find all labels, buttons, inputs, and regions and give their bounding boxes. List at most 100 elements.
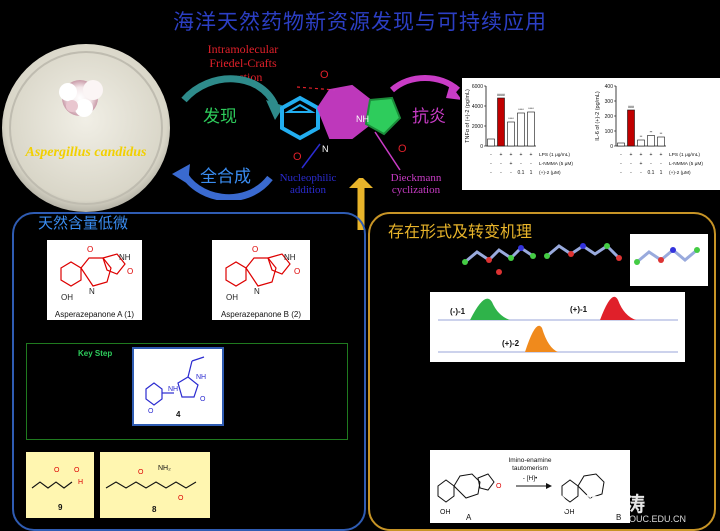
svg-text:NH: NH	[119, 253, 131, 262]
chart-0-row-0-cell-0: -	[490, 152, 492, 158]
svg-text:NH₂: NH₂	[158, 465, 171, 472]
svg-text:OH: OH	[564, 509, 575, 516]
svg-text:O: O	[496, 483, 502, 490]
peak-plus-2	[525, 325, 558, 352]
compound-8-number: 8	[152, 505, 157, 514]
chart-0-ylabel: TNFα of (+)-2 (pg/mL)	[465, 89, 471, 143]
chart-1-row-2-cell-0: -	[620, 170, 622, 176]
watermark-text: 海听涛	[585, 492, 645, 516]
svg-text:O: O	[74, 467, 80, 474]
discovery-cycle-diagram: NH N O O O	[172, 69, 460, 200]
svg-text:O: O	[294, 267, 300, 276]
molecule-3d-3	[630, 234, 708, 286]
chart-1-row-label-1: L-NMMA (5 μM)	[669, 161, 703, 167]
chiral-hplc-chart: (-)-1 (+)-1 (+)-2	[430, 292, 685, 362]
compound-a-card: O NH O N OH Asperazepanone A (1)	[47, 240, 142, 320]
pyrrole-ring	[364, 96, 402, 136]
chart-1-row-2-cell-4: 1	[660, 170, 663, 176]
svg-text:O: O	[148, 408, 154, 415]
chart-0-bar-2	[507, 121, 515, 147]
chart-1-tick-label-1: 100	[605, 129, 614, 135]
chart-1-row-0-cell-4: +	[660, 152, 663, 158]
hplc-traces: (-)-1 (+)-1 (+)-2	[438, 296, 678, 353]
compound-4-card: NH NH O O 4	[132, 347, 224, 426]
chart-1-tick-label-3: 300	[605, 99, 614, 105]
chart-0-row-label-0: LPS (1 μg/mL)	[539, 152, 570, 158]
svg-text:O: O	[54, 467, 60, 474]
chart-1-row-1-cell-4: -	[660, 161, 662, 167]
synthesis-arrow-head	[172, 164, 190, 184]
dieckmann-label: Dieckmann cyclization	[390, 172, 442, 196]
peak-label-plus-2: (+)-2	[502, 339, 520, 348]
svg-text:OH: OH	[226, 293, 238, 302]
petri-dish-image: Aspergillus candidus	[2, 44, 170, 212]
compound-b-structure: O NH O N OH	[225, 245, 300, 302]
svg-text:tautomerism: tautomerism	[512, 465, 548, 472]
antiinflam-label: 抗炎	[412, 107, 446, 127]
chart-1-bar-4	[657, 136, 665, 147]
o-atom-top: O	[320, 69, 329, 81]
chart-1-tick-label-0: 0	[610, 144, 613, 150]
chart-0-sig-2: ****	[508, 117, 514, 121]
peak-minus-1	[470, 298, 510, 320]
antiinflam-arrow	[390, 75, 460, 93]
peak-label-plus-1: (+)-1	[570, 305, 588, 314]
chart-1-row-1-cell-3: -	[650, 161, 652, 167]
left-panel	[12, 212, 366, 531]
chart-1-row-label-2: (+)-2 (μM)	[669, 170, 691, 176]
svg-text:O: O	[127, 267, 133, 276]
left-panel-heading: 天然含量低微	[38, 214, 129, 232]
svg-text:O: O	[252, 245, 258, 254]
chart-1-ylabel: IL-6 of (+)-2 (pg/mL)	[595, 91, 601, 141]
chart-0-sig-3: ****	[518, 108, 524, 112]
compound-8-structure: O NH₂ O 8	[105, 465, 197, 514]
chart-0-tick-label-2: 4000	[472, 104, 483, 110]
chart-1-row-1-cell-2: +	[640, 161, 643, 167]
nucleophilic-label: Nucleophilic addition	[279, 172, 337, 196]
chart-0-row-1-cell-3: -	[520, 161, 522, 167]
chart-0-row-0-cell-1: +	[500, 152, 503, 158]
o-atom-right: O	[398, 143, 407, 155]
svg-text:H: H	[78, 479, 83, 486]
page-title: 海洋天然药物新资源发现与可持续应用	[173, 10, 547, 34]
svg-text:NH: NH	[284, 253, 296, 262]
tautomerism-card: O OH A Imino-enamine tautomerism - [H]• …	[430, 450, 630, 523]
chart-0-sig-4: ****	[528, 107, 534, 111]
discover-arrow	[181, 75, 279, 107]
chart-1-row-2-cell-2: -	[640, 170, 642, 176]
chart-1-row-0-cell-3: +	[650, 152, 653, 158]
chart-0-row-label-1: L-NMMA (5 μM)	[539, 161, 573, 167]
key-step-label: Key Step	[78, 349, 113, 358]
chart-1-row-label-0: LPS (1 μg/mL)	[669, 152, 700, 158]
tautomer-label-b: B	[616, 513, 621, 522]
chart-0-sig-1: ####	[497, 93, 505, 97]
chart-0-row-1-cell-0: -	[490, 161, 492, 167]
compound-4-number: 4	[176, 410, 181, 419]
species-label: Aspergillus candidus	[25, 145, 148, 160]
svg-text:O: O	[87, 245, 93, 254]
chart-1-sig-2: **	[640, 135, 643, 139]
chart-0-tick-label-0: 0	[480, 144, 483, 150]
chart-0-row-1-cell-2: +	[510, 161, 513, 167]
chart-0-bar-1	[497, 97, 505, 147]
synthesis-label: 全合成	[200, 167, 251, 187]
chart-0-row-2-cell-1: -	[500, 170, 502, 176]
chart-0-row-0-cell-2: +	[510, 152, 513, 158]
compound-a-label: Asperazepanone A (1)	[54, 310, 135, 319]
chart-1-sig-3: **	[650, 131, 653, 135]
compound-b-label: Asperazepanone B (2)	[220, 310, 302, 319]
key-step-box	[26, 343, 348, 440]
right-panel	[368, 212, 716, 531]
chart-1-tick-label-2: 200	[605, 114, 614, 120]
molecule-3d-2	[544, 243, 622, 261]
chart-1-bar-2	[637, 139, 645, 147]
chart-0-row-2-cell-4: 1	[530, 170, 533, 176]
compound-9-structure: O O H 9	[31, 467, 83, 512]
chart-1-row-2-cell-1: -	[630, 170, 632, 176]
svg-text:OH: OH	[61, 293, 73, 302]
svg-text:- [H]•: - [H]•	[523, 475, 538, 482]
svg-text:NH: NH	[196, 374, 206, 381]
svg-text:O: O	[138, 469, 144, 476]
o-atom-left: O	[293, 151, 302, 163]
